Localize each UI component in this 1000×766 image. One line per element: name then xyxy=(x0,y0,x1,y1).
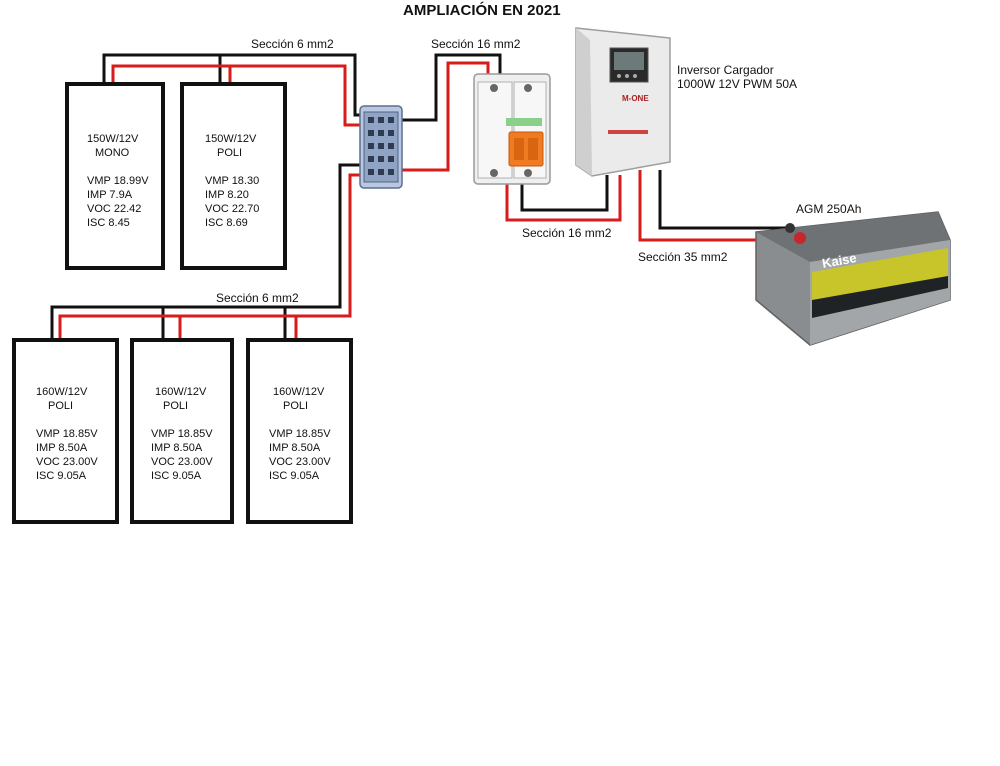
panel-vmp: VMP 18.85V xyxy=(151,428,213,440)
panel-bottom-2 xyxy=(130,338,234,524)
label-breaker-out-cable: Sección 16 mm2 xyxy=(522,226,612,240)
agm-battery xyxy=(755,211,951,346)
panel-type: POLI xyxy=(48,400,74,412)
wire-bottom-negative-run xyxy=(285,163,372,309)
panel-type: POLI xyxy=(163,400,189,412)
circuit-breaker xyxy=(473,73,551,185)
panel-isc: ISC 8.69 xyxy=(205,217,248,229)
wire-combiner-negative xyxy=(400,53,502,122)
panel-top-2-spec: 150W/12V POLI VMP 18.30 IMP 8.20 VOC 22.… xyxy=(205,132,259,230)
label-breaker-in-cable: Sección 16 mm2 xyxy=(431,37,521,51)
panel-imp: IMP 8.20 xyxy=(205,189,249,201)
wire-breaker-positive xyxy=(505,175,622,222)
inverter-charger xyxy=(575,27,671,177)
panel-top-1 xyxy=(65,82,165,270)
wire-top-positive xyxy=(111,64,232,84)
panel-vmp: VMP 18.85V xyxy=(269,428,331,440)
wire-bottom-positive xyxy=(58,314,182,338)
panel-isc: ISC 9.05A xyxy=(269,470,320,482)
wire-bottom-positive-run xyxy=(296,173,372,318)
wire-bottom-positive-2 xyxy=(180,314,298,338)
panel-imp: IMP 8.50A xyxy=(269,442,321,454)
panel-type: POLI xyxy=(217,147,243,159)
panel-power: 160W/12V xyxy=(155,386,207,398)
panel-power: 160W/12V xyxy=(36,386,88,398)
panel-voc: VOC 23.00V xyxy=(269,456,331,468)
label-battery: AGM 250Ah xyxy=(796,202,862,216)
wire-breaker-negative xyxy=(520,175,609,212)
panel-bottom-1 xyxy=(12,338,119,524)
panel-vmp: VMP 18.99V xyxy=(87,175,149,187)
inverter-brand: M-ONE xyxy=(622,94,649,103)
panel-type: MONO xyxy=(95,147,130,159)
wires-breaker-inverter xyxy=(505,175,622,222)
panel-power: 160W/12V xyxy=(273,386,325,398)
label-inverter-name: Inversor Cargador xyxy=(677,63,774,77)
panel-voc: VOC 23.00V xyxy=(151,456,213,468)
label-top-cable: Sección 6 mm2 xyxy=(251,37,334,51)
diagram-title: AMPLIACIÓN EN 2021 xyxy=(403,2,561,19)
panel-type: POLI xyxy=(283,400,309,412)
panel-voc: VOC 22.42 xyxy=(87,203,142,215)
wire-bottom-negative xyxy=(50,305,165,338)
label-bottom-cable: Sección 6 mm2 xyxy=(216,291,299,305)
wire-combiner-positive xyxy=(400,61,490,172)
panel-imp: IMP 8.50A xyxy=(151,442,203,454)
combiner-box xyxy=(359,105,403,189)
label-battery-cable: Sección 35 mm2 xyxy=(638,250,728,264)
wire-battery-negative xyxy=(658,170,801,234)
panel-vmp: VMP 18.85V xyxy=(36,428,98,440)
panel-bottom-3 xyxy=(246,338,353,524)
panel-isc: ISC 9.05A xyxy=(151,470,202,482)
panel-imp: IMP 7.9A xyxy=(87,189,133,201)
panel-bottom-2-spec: 160W/12V POLI VMP 18.85V IMP 8.50A VOC 2… xyxy=(151,385,213,483)
wire-top-positive-run xyxy=(230,64,372,127)
wires-combiner-breaker xyxy=(400,53,502,172)
panel-isc: ISC 8.45 xyxy=(87,217,130,229)
panel-voc: VOC 22.70 xyxy=(205,203,260,215)
panel-top-2 xyxy=(180,82,287,270)
panel-bottom-3-spec: 160W/12V POLI VMP 18.85V IMP 8.50A VOC 2… xyxy=(269,385,331,483)
panel-power: 150W/12V xyxy=(205,133,257,145)
panel-isc: ISC 9.05A xyxy=(36,470,87,482)
panel-voc: VOC 23.00V xyxy=(36,456,98,468)
label-inverter-spec: 1000W 12V PWM 50A xyxy=(677,77,798,91)
panel-vmp: VMP 18.30 xyxy=(205,175,260,187)
panel-bottom-1-spec: 160W/12V POLI VMP 18.85V IMP 8.50A VOC 2… xyxy=(36,385,98,483)
wire-top-negative xyxy=(102,53,222,84)
panel-imp: IMP 8.50A xyxy=(36,442,88,454)
panel-power: 150W/12V xyxy=(87,133,139,145)
panel-top-1-spec: 150W/12V MONO VMP 18.99V IMP 7.9A VOC 22… xyxy=(87,132,149,230)
